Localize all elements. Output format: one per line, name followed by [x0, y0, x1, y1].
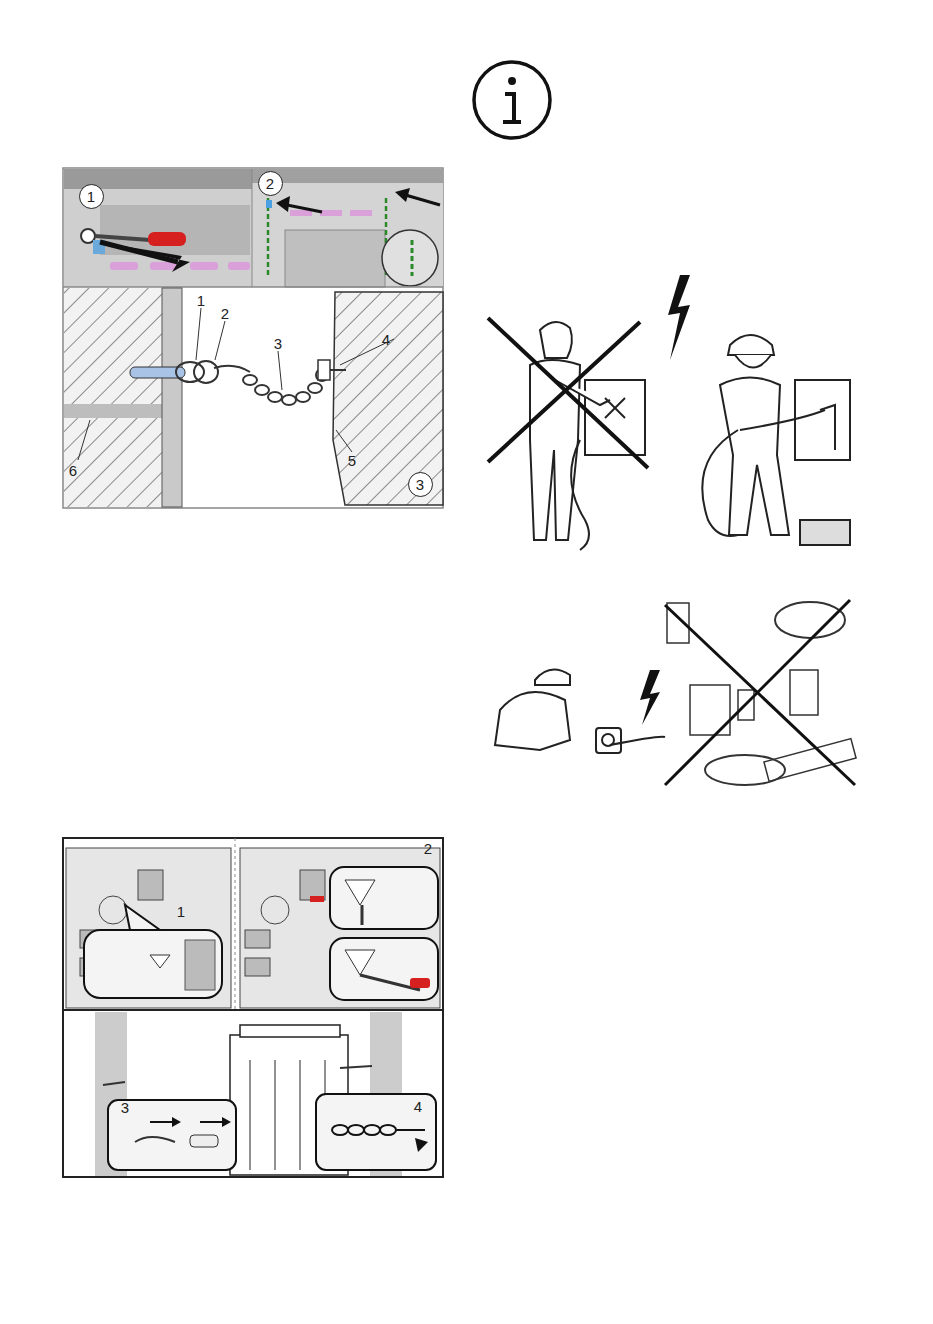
callout-number: 2	[266, 176, 274, 191]
callout-number: 1	[87, 189, 95, 204]
callout-number: 3	[121, 1100, 129, 1115]
callout-number: 1	[197, 293, 205, 308]
callout-number: 5	[348, 453, 356, 468]
callout-number: 3	[274, 336, 282, 351]
callout-number: 2	[221, 306, 229, 321]
callout-circle: 3	[408, 472, 433, 497]
callout-number: 4	[414, 1099, 422, 1114]
callout-circle: 2	[258, 171, 283, 196]
callout-number: 2	[424, 841, 432, 856]
callout-number: 4	[382, 332, 390, 347]
callout-number: 3	[416, 477, 424, 492]
callout-number: 6	[69, 463, 77, 478]
callout-circle: 1	[79, 184, 104, 209]
callout-number: 1	[177, 904, 185, 919]
